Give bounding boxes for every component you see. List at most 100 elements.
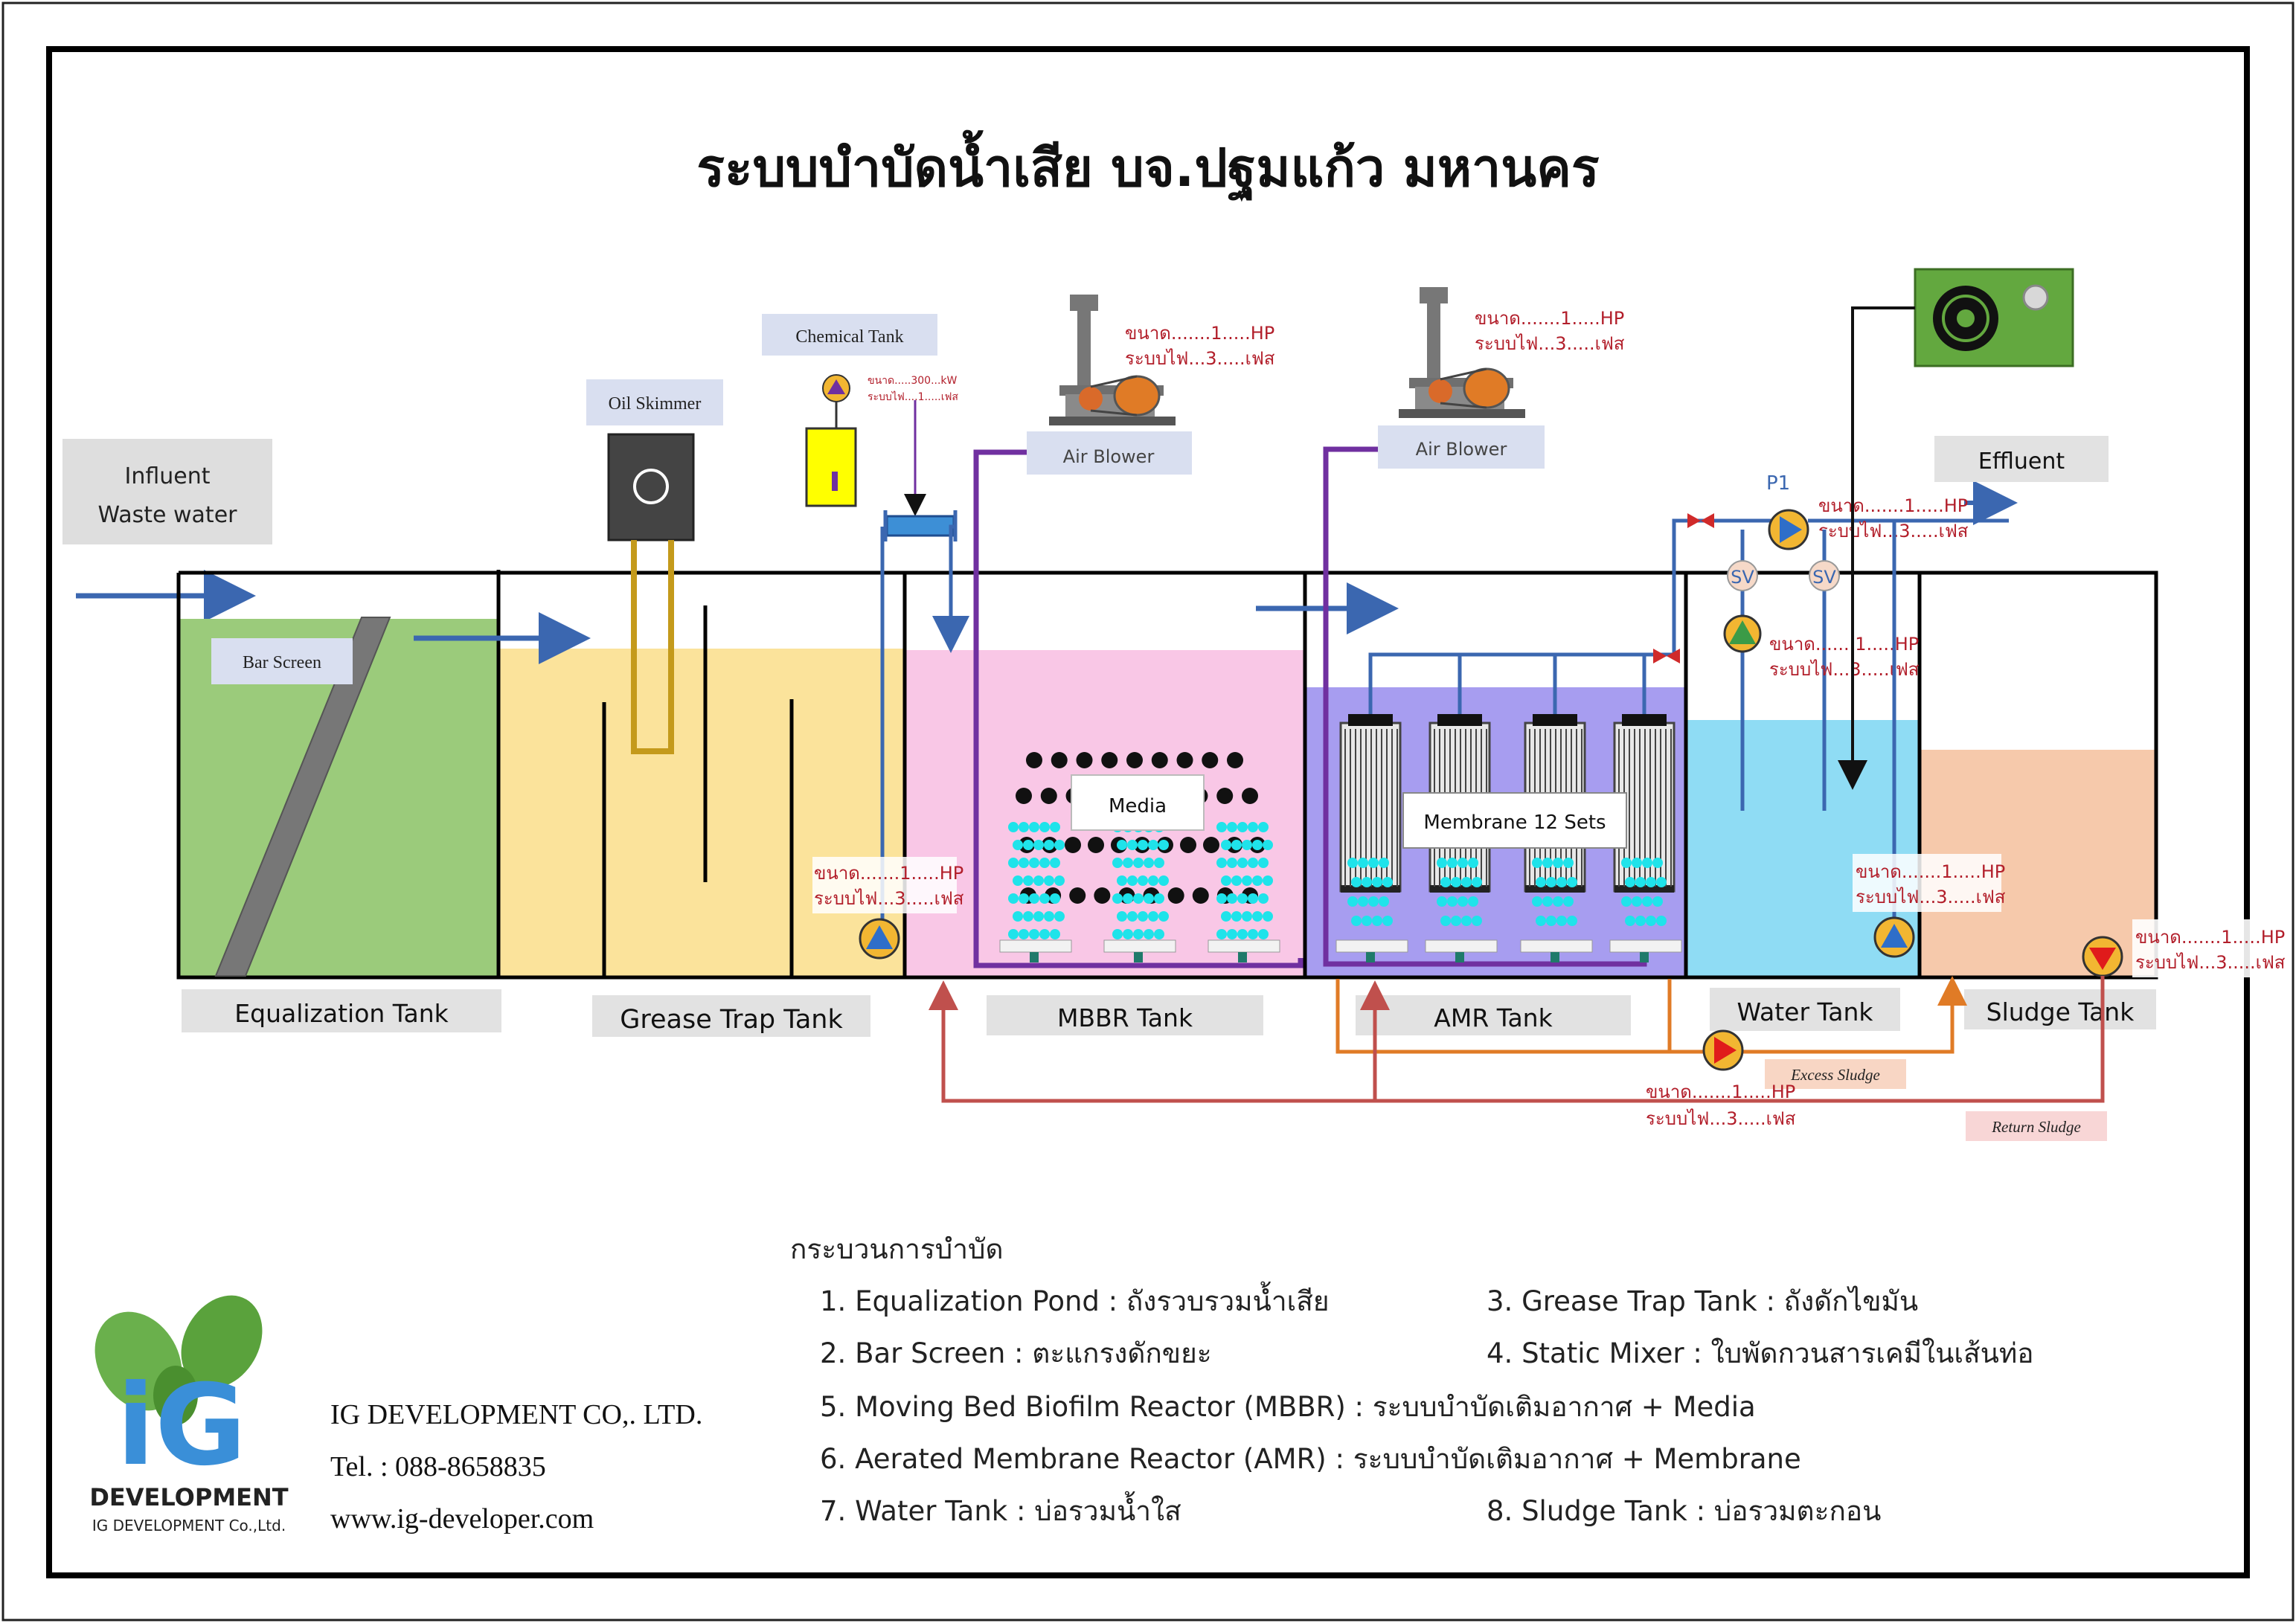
air-bubble <box>1227 822 1237 832</box>
air-bubble <box>1148 840 1158 850</box>
media-dot <box>1176 752 1193 768</box>
p1-rating-size: ขนาด.......1.....HP <box>1818 495 1968 516</box>
sludge-rating-power: ระบบไฟ...3.....เฟส <box>2135 952 2286 973</box>
air-bubble <box>1050 929 1060 939</box>
diffuser-plate <box>1208 939 1280 953</box>
media-dot <box>1051 752 1068 768</box>
air-bubble <box>1358 858 1368 868</box>
air-bubble <box>1635 877 1646 887</box>
sv1-icon[interactable] <box>1727 560 1758 591</box>
diffuser-plate <box>999 939 1072 953</box>
air-bubble <box>1221 840 1231 850</box>
air-pipe-1 <box>973 449 1303 968</box>
air-bubble <box>1154 858 1164 868</box>
air-bubble <box>1138 840 1148 850</box>
air-bubble <box>1563 858 1574 868</box>
air-bubble <box>1117 840 1127 850</box>
air-bubble <box>1231 911 1242 922</box>
oil-skimmer-belt <box>631 540 674 754</box>
media-label: Media <box>1109 795 1167 817</box>
air-bubble <box>1158 875 1169 886</box>
media-dot <box>1069 887 1086 904</box>
process-item-2: 2. Bar Screen : ตะแกรงดักขยะ <box>820 1337 1212 1369</box>
diffuser-plate <box>1609 939 1682 953</box>
grease-label-box <box>592 995 870 1037</box>
bar-screen-label: Bar Screen <box>243 653 321 672</box>
sv2-label: SV <box>1812 567 1836 588</box>
air-bubble <box>1154 929 1164 939</box>
air-bubble <box>1029 858 1039 868</box>
air-bubble <box>1112 893 1123 904</box>
air-bubble <box>1039 893 1050 904</box>
air-bubble <box>1461 916 1472 926</box>
media-dot <box>1126 752 1143 768</box>
air-bubble <box>1154 893 1164 904</box>
media-dot <box>1101 752 1118 768</box>
air-bubble <box>1216 929 1227 939</box>
air-bubble <box>1646 877 1656 887</box>
chemical-tank-label-box <box>762 314 937 356</box>
air-bubble <box>1112 929 1123 939</box>
air-bubble <box>1039 929 1050 939</box>
equalization-label: Equalization Tank <box>234 999 449 1028</box>
air-bubble <box>1542 858 1553 868</box>
air-bubble <box>1033 875 1044 886</box>
media-dot <box>1016 788 1032 804</box>
air-bubble <box>1133 858 1144 868</box>
media-dot <box>1203 837 1219 853</box>
company-website[interactable]: www.ig-developer.com <box>330 1503 594 1534</box>
pump-p1-label: P1 <box>1766 472 1790 495</box>
air-bubble <box>1635 916 1646 926</box>
valve-1-icon <box>1653 649 1667 663</box>
sv1-label: SV <box>1731 567 1754 588</box>
media-dot <box>1088 837 1104 853</box>
air-bubble <box>1347 858 1358 868</box>
membrane-label-box <box>1402 792 1627 849</box>
air-bubble <box>1263 875 1273 886</box>
pump-p1-triangle <box>1780 516 1802 543</box>
media-dot <box>1076 752 1093 768</box>
air-bubble <box>1019 929 1029 939</box>
air-bubble <box>1127 840 1138 850</box>
chemical-tank-label: Chemical Tank <box>795 327 903 347</box>
air-bubble <box>1379 896 1389 907</box>
chemical-tank-probe <box>832 472 838 491</box>
water-label-box <box>1710 988 1900 1031</box>
air-bubble <box>1358 896 1368 907</box>
media-dot <box>1242 788 1258 804</box>
bar-screen-label-box <box>211 638 353 684</box>
process-item-3: 3. Grease Trap Tank : ถังดักไขมัน <box>1487 1285 1918 1317</box>
air-bubble <box>1123 858 1133 868</box>
chemical-pump-triangle <box>827 379 845 394</box>
air-bubble <box>1237 893 1248 904</box>
air-bubble <box>1347 896 1358 907</box>
water-tank-rating-box <box>1853 854 2001 912</box>
excess-sludge-line <box>1335 976 1967 1054</box>
media-dot <box>1026 752 1042 768</box>
air-bubble <box>1023 911 1033 922</box>
air-bubble <box>1621 858 1632 868</box>
air-bubble <box>1248 929 1258 939</box>
air-bubble <box>1123 929 1133 939</box>
air-blower-2-icon <box>1399 287 1525 418</box>
return-sludge-label: Return Sludge <box>1991 1118 2081 1136</box>
media-dot <box>1094 887 1111 904</box>
media-dot <box>1192 887 1209 904</box>
air-bubble <box>1567 877 1577 887</box>
air-bubble <box>1123 893 1133 904</box>
air-bubble <box>1133 893 1144 904</box>
diffuser-plate <box>1425 939 1498 953</box>
sludge-label-box <box>1964 989 2156 1029</box>
diffuser-stem <box>1238 952 1247 962</box>
amr-label: AMR Tank <box>1434 1003 1553 1032</box>
air-bubble <box>1054 840 1065 850</box>
return-rating-power: ระบบไฟ...3.....เฟส <box>1646 1108 1796 1129</box>
air-bubble <box>1437 858 1447 868</box>
sv2-icon[interactable] <box>1809 560 1840 591</box>
valve-2-icon <box>1687 513 1701 528</box>
mbbr-label-box <box>987 995 1263 1035</box>
air-bubble <box>1656 877 1667 887</box>
air-bubble <box>1054 875 1065 886</box>
